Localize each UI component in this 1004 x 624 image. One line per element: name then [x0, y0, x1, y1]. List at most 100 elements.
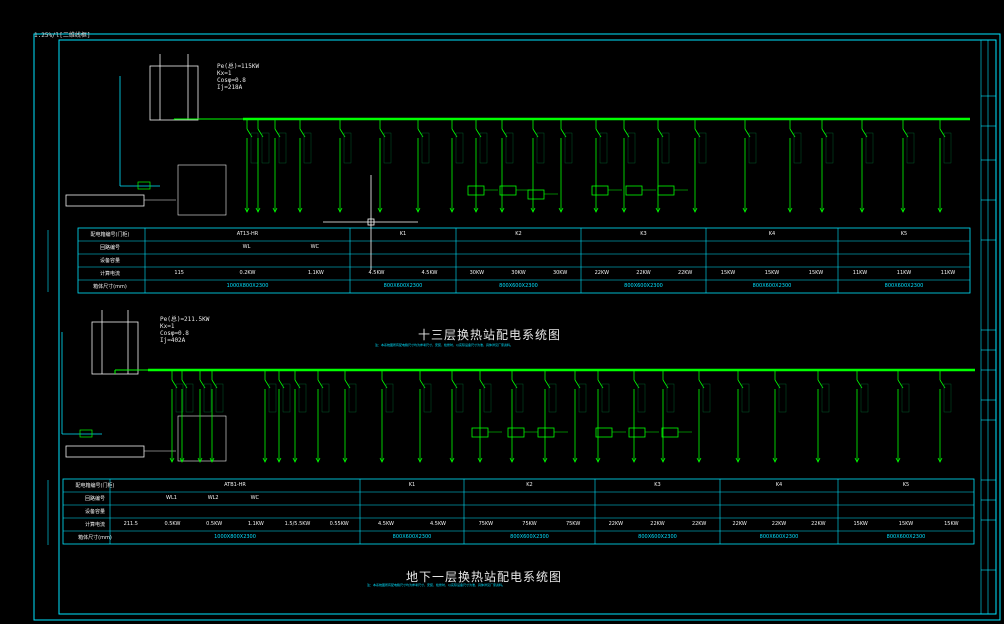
vfd-box	[625, 185, 643, 196]
table-capacity-cell: 1.5/5.5KW	[284, 521, 311, 527]
feeder-circuit	[900, 119, 915, 213]
meter-box	[79, 429, 93, 438]
table-capacity-cell: 22KW	[636, 270, 651, 276]
table-size-cell: 800X600X2300	[759, 534, 799, 540]
table-capacity-cell: 15KW	[898, 521, 914, 527]
feeder-arrow	[660, 457, 666, 463]
feeder-arrow	[415, 207, 421, 213]
feeder-arrow	[377, 207, 383, 213]
feeder-label-mark	[748, 132, 757, 164]
feeder-circuit	[379, 370, 394, 463]
vfd-box	[507, 427, 525, 438]
feeder-arrow	[255, 207, 261, 213]
table-row-label: 配电箱编号(门柜)	[75, 483, 115, 489]
controller-box	[65, 445, 145, 458]
top-load-kx: Kx=1	[217, 70, 232, 77]
top-load-total: Pe(总)=115KW	[217, 63, 260, 70]
vfd-box	[527, 189, 545, 200]
feeder-circuit	[276, 370, 291, 463]
bottom-load-kx: Kx=1	[160, 323, 175, 330]
feeder-arrow	[772, 457, 778, 463]
table-capacity-cell: 22KW	[732, 521, 747, 527]
feeder-circuit	[631, 370, 646, 463]
vfd-box	[595, 427, 613, 438]
feeder-arrow	[262, 457, 268, 463]
feeder-circuit	[742, 119, 757, 213]
feeder-label-mark	[505, 132, 514, 164]
feeder-circuit	[542, 370, 557, 463]
feeder-circuit	[377, 119, 392, 213]
feeder-arrow	[449, 457, 455, 463]
outer-frame	[33, 33, 1001, 621]
feeder-label-mark	[741, 383, 750, 413]
table-capacity-cell: 0.2KW	[239, 270, 256, 276]
feeder-arrow	[477, 457, 483, 463]
feeder-arrow	[692, 207, 698, 213]
feeder-circuit	[337, 119, 352, 213]
table-capacity-cell: 1.1KW	[247, 521, 264, 527]
feeder-label-mark	[548, 383, 557, 413]
feeder-circuit	[859, 119, 874, 213]
feeder-label-mark	[321, 383, 330, 413]
bottom-load-info: Pe(总)=211.5KW Kx=1 Cosφ=0.8 Ij=402A	[160, 316, 209, 344]
feeder-arrow	[859, 207, 865, 213]
feeder-arrow	[558, 207, 564, 213]
table-size-cell: 800X600X2300	[752, 283, 792, 289]
table-size-cell: 800X600X2300	[638, 534, 677, 540]
bottom-equipment-table	[62, 478, 975, 545]
incoming-switch-box	[91, 321, 139, 375]
feeder-label-mark	[661, 132, 670, 164]
table-capacity-cell: 211.5	[123, 521, 138, 527]
table-size-cell: 800X600X2300	[392, 534, 432, 540]
table-group-name: K2	[526, 482, 533, 488]
feeder-arrow	[315, 457, 321, 463]
feeder-arrow	[297, 207, 303, 213]
feeder-arrow	[854, 457, 860, 463]
table-capacity-cell: 22KW	[594, 270, 610, 276]
feeder-circuit	[854, 370, 869, 463]
feeder-arrow	[621, 207, 627, 213]
feeder-circuit	[530, 119, 545, 213]
feeder-label-mark	[250, 132, 259, 164]
feeder-label-mark	[282, 383, 291, 413]
feeder-arrow	[735, 457, 741, 463]
feeder-label-mark	[348, 383, 357, 413]
table-capacity-cell: 0.5KW	[206, 521, 223, 527]
feeder-circuit	[499, 119, 514, 213]
table-group-subcircuit: WL	[242, 244, 251, 250]
feeder-arrow	[417, 457, 423, 463]
table-size-cell: 800X600X2300	[510, 534, 549, 540]
vfd-box	[657, 185, 675, 196]
feeder-arrow	[530, 207, 536, 213]
table-row-label: 设备容量	[84, 509, 105, 515]
bottom-distribution-diagram	[61, 310, 975, 463]
feeder-label-mark	[175, 383, 184, 413]
feeder-circuit	[244, 119, 259, 213]
feeder-circuit	[297, 119, 312, 213]
feeder-arrow	[815, 457, 821, 463]
feeder-arrow	[197, 457, 203, 463]
table-group-name: K1	[399, 231, 407, 237]
feeder-label-mark	[666, 383, 675, 413]
table-capacity-cell: 4.5KW	[430, 521, 446, 527]
table-capacity-cell: 4.5KW	[421, 270, 438, 276]
table-group-subcircuit: WC	[250, 495, 260, 501]
feeder-arrow	[542, 457, 548, 463]
table-capacity-cell: 4.5KW	[378, 521, 394, 527]
feeder-arrow	[819, 207, 825, 213]
table-row-label: 设备容量	[99, 258, 120, 264]
inner-frame	[58, 39, 997, 615]
feeder-label-mark	[479, 132, 488, 164]
vfd-box	[467, 185, 485, 196]
feeder-circuit	[509, 370, 524, 463]
vfd-box	[499, 185, 517, 196]
table-group-name: K5	[902, 482, 910, 488]
viewport-label[interactable]: 1.25%/l[二维线框]	[34, 32, 91, 39]
feeder-arrow	[631, 457, 637, 463]
table-size-cell: 800X600X2300	[884, 283, 924, 289]
table-row-label: 箱体尺寸(mm)	[93, 284, 127, 290]
feeder-circuit	[815, 370, 830, 463]
vfd-box	[661, 427, 679, 438]
table-row-label: 配电箱编号(门柜)	[90, 232, 130, 238]
